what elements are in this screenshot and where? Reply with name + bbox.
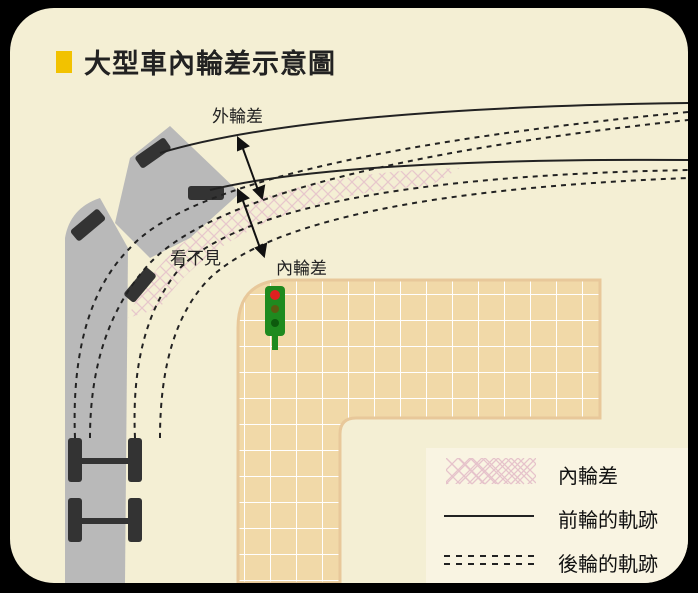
legend-label-dashed: 後輪的軌跡 (558, 552, 658, 576)
truck-body (65, 198, 128, 583)
label-outer-difference: 外輪差 (212, 107, 263, 127)
legend-label-hatch: 內輪差 (558, 464, 618, 488)
title-marker (56, 50, 72, 73)
legend: 內輪差 前輪的軌跡 後輪的軌跡 (426, 448, 688, 583)
dashed-line-icon (444, 555, 534, 565)
diagram-title: 大型車內輪差示意圖 (84, 49, 336, 80)
inner-difference-arrow (237, 187, 268, 259)
truck-wheels (68, 138, 224, 542)
label-blind-spot: 看不見 (170, 249, 221, 269)
hatched-area-icon (446, 458, 536, 485)
sidewalk-block (236, 278, 602, 583)
legend-item-dashed: 後輪的軌跡 (426, 542, 688, 580)
outer-difference-arrow (237, 135, 266, 201)
diagram-canvas (65, 102, 688, 583)
inner-difference-area (128, 168, 460, 318)
front-track-outer (159, 102, 688, 154)
legend-item-solid: 前輪的軌跡 (426, 498, 688, 536)
rear-tracks (73, 111, 688, 439)
front-track-inner (209, 158, 688, 191)
solid-line-icon (444, 515, 534, 517)
legend-item-hatch: 內輪差 (426, 454, 688, 492)
title-bar: 大型車內輪差示意圖 (56, 42, 336, 81)
label-inner-difference: 內輪差 (276, 259, 327, 279)
diagram-frame: 大型車內輪差示意圖 外輪差 看不見 內輪差 內輪差 前輪的軌跡 後輪的軌跡 (10, 8, 688, 583)
traffic-signal (265, 286, 285, 350)
legend-label-solid: 前輪的軌跡 (558, 508, 658, 532)
